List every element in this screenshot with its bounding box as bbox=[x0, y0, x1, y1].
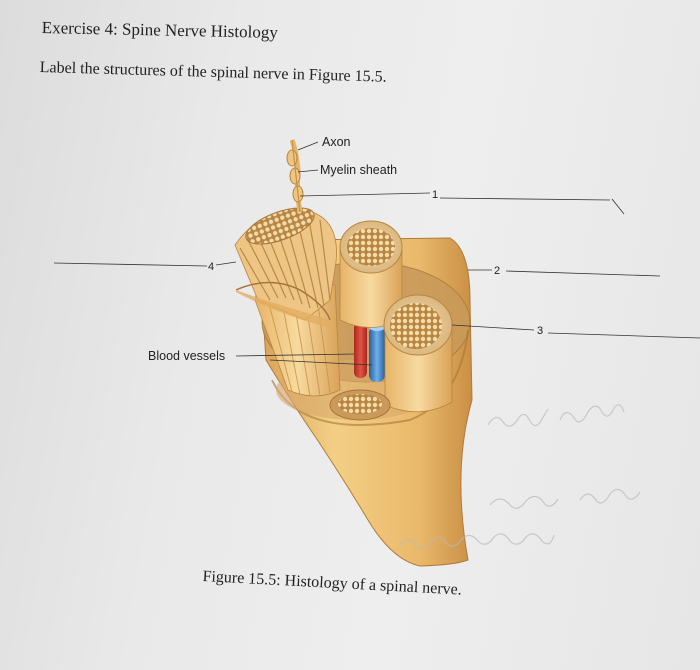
label-number-4: 4 bbox=[208, 261, 214, 273]
fascicle-right bbox=[384, 295, 452, 412]
label-blood-vessels: Blood vessels bbox=[148, 349, 225, 363]
label-number-2: 2 bbox=[494, 265, 500, 277]
fascicle-small bbox=[330, 390, 390, 420]
label-number-1: 1 bbox=[432, 189, 438, 201]
fascicle-large bbox=[235, 140, 340, 396]
label-number-3: 3 bbox=[537, 325, 543, 337]
label-myelin-sheath: Myelin sheath bbox=[320, 163, 397, 177]
vein-vessel bbox=[369, 326, 385, 382]
label-axon: Axon bbox=[322, 135, 351, 149]
